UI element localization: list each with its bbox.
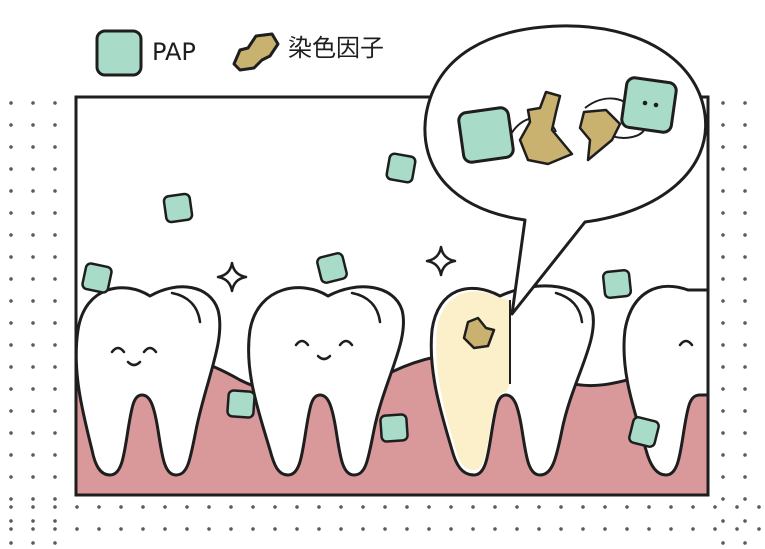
legend-pap-label: PAP — [152, 38, 196, 66]
pap-particles — [81, 152, 660, 448]
pap-square-icon — [628, 416, 660, 448]
smiling-tooth-icon — [76, 285, 222, 477]
stain-blob-icon — [232, 32, 280, 72]
stain-blob-icon — [518, 90, 574, 166]
pap-square-icon — [601, 268, 633, 300]
stain-blob-icon — [462, 316, 496, 350]
pap-square-icon — [316, 252, 348, 284]
dot-pattern-right — [712, 92, 765, 549]
stained-tooth — [429, 284, 595, 477]
pap-square-icon — [385, 152, 417, 184]
pap-square-icon — [620, 76, 678, 134]
legend-stain-label: 染色因子 — [288, 34, 384, 62]
dot-pattern-bottom — [0, 496, 765, 549]
pap-square-icon — [162, 192, 194, 224]
pap-square-icon — [95, 29, 143, 77]
sparkle-icon — [425, 245, 457, 277]
pap-square-icon — [457, 106, 515, 164]
pap-square-icon — [226, 389, 256, 419]
speech-bubble — [423, 24, 708, 316]
dot-pattern-left — [0, 92, 60, 549]
stain-blob-icon — [578, 108, 622, 162]
pap-square-icon — [81, 262, 113, 294]
pap-square-icon — [379, 413, 409, 443]
smiling-tooth-icon — [247, 285, 405, 477]
sparkle-icon — [216, 261, 248, 293]
